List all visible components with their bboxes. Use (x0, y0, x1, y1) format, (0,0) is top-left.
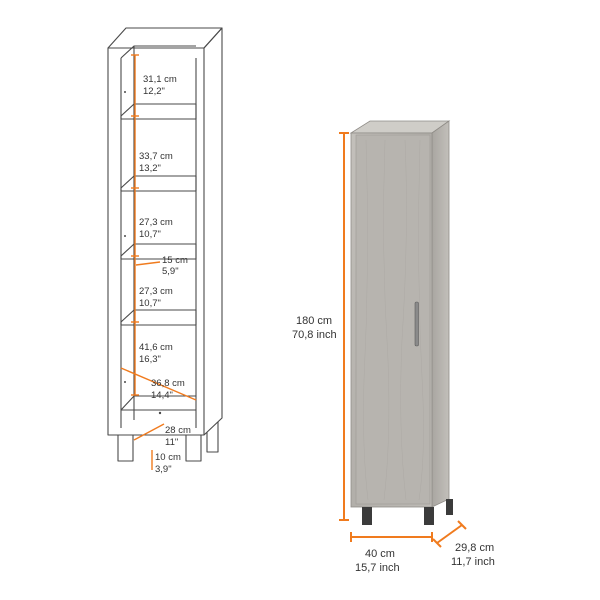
cabinet-front-frame (107, 47, 205, 436)
height-cm: 180 cm (296, 315, 332, 327)
shelves-group (120, 103, 197, 326)
shelf-gap-1-cm: 31,1 cm (143, 74, 177, 85)
closed-cabinet-labels: 180 cm 70,8 inch 40 cm 15,7 inch 29,8 cm… (292, 315, 495, 574)
shelf-2 (120, 175, 197, 192)
shelf-depth-inch: 5,9" (162, 266, 179, 277)
shelf-gap-5-inch: 16,3" (139, 354, 161, 365)
shelf-gap-1-inch: 12,2" (143, 86, 165, 97)
depth-cm: 29,8 cm (455, 542, 494, 554)
closed-leg-back-right (446, 499, 453, 515)
open-cabinet-dimension-marks (120, 54, 197, 470)
shelf-gap-4-cm: 27,3 cm (139, 286, 173, 297)
shelf-gap-4-inch: 10,7" (139, 298, 161, 309)
leg-height-cm: 10 cm (155, 452, 181, 463)
shelf-depth-cm: 15 cm (162, 255, 188, 266)
width-inch: 15,7 inch (355, 562, 400, 574)
cabinet-top-face (107, 27, 223, 49)
inner-depth-line (133, 423, 165, 441)
cabinet-leg-back (206, 422, 219, 453)
cabinet-leg-right (185, 435, 202, 462)
shelf-3 (120, 243, 197, 260)
shelf-gap-3-inch: 10,7" (139, 229, 161, 240)
closed-cabinet-side (431, 120, 450, 508)
shelf-gap-2-inch: 13,2" (139, 163, 161, 174)
shelf-4 (120, 309, 197, 326)
shelf-gap-2-cm: 33,7 cm (139, 151, 173, 162)
open-cabinet-drawing (107, 27, 223, 462)
inner-width-cm: 36,8 cm (151, 378, 185, 389)
shelf-gap-5-cm: 41,6 cm (139, 342, 173, 353)
closed-leg-front-left (362, 507, 372, 525)
inner-width-line (120, 367, 197, 401)
closed-leg-front-right (424, 507, 434, 525)
closed-cabinet-render (349, 120, 453, 525)
depth-tick-front (432, 538, 442, 548)
cabinet-side-panel (203, 27, 223, 436)
shelf-pin-holes (124, 91, 162, 415)
depth-tick-back (457, 520, 467, 530)
shelf-1 (120, 103, 197, 120)
leg-height-inch: 3,9" (155, 464, 172, 475)
inner-depth-inch: 11" (165, 437, 178, 448)
wood-grain (363, 139, 424, 501)
depth-dimension-line (436, 524, 463, 544)
cabinet-leg-left (117, 435, 134, 462)
height-inch: 70,8 inch (292, 329, 337, 341)
shelf-gap-3-cm: 27,3 cm (139, 217, 173, 228)
depth-inch: 11,7 inch (451, 556, 495, 568)
open-cabinet-labels: 31,1 cm 12,2" 33,7 cm 13,2" 27,3 cm 10,7… (139, 74, 191, 475)
width-cm: 40 cm (365, 548, 395, 560)
inner-width-inch: 14,4" (151, 390, 173, 401)
door-handle (414, 301, 419, 347)
cabinet-bottom-board (120, 395, 196, 411)
shelf-depth-line (135, 261, 161, 266)
inner-depth-cm: 28 cm (165, 425, 191, 436)
cabinet-inner-back (120, 45, 196, 420)
closed-cabinet-dimension-marks (339, 132, 467, 548)
